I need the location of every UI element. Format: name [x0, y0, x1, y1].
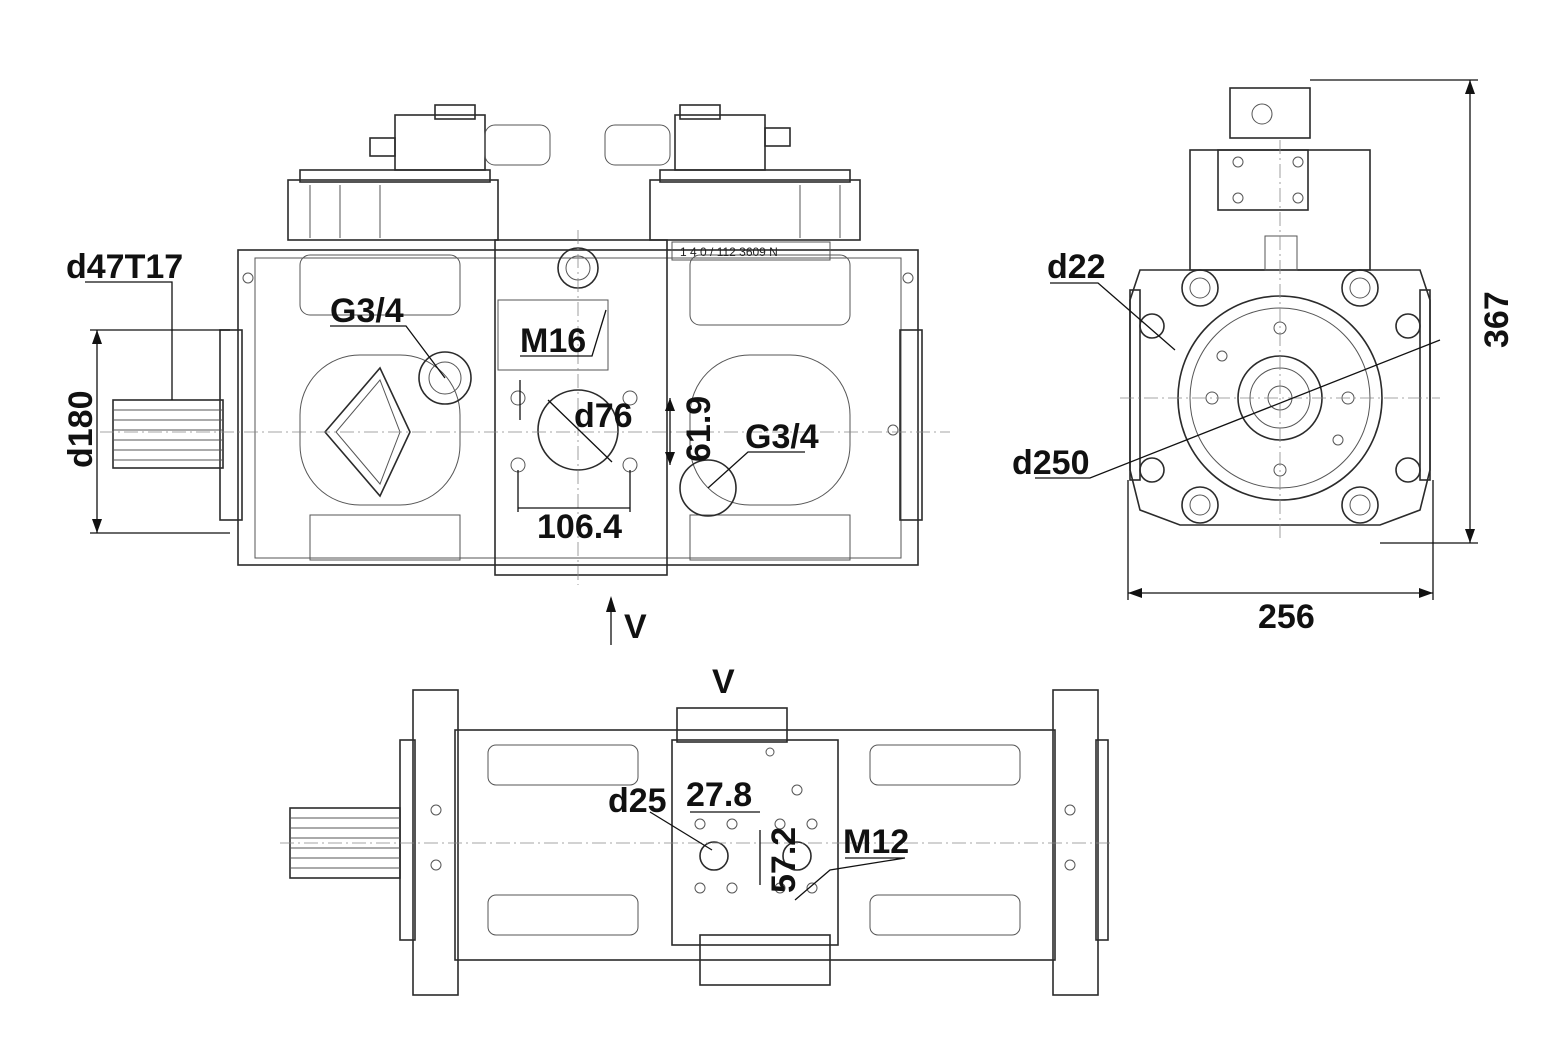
top-view	[280, 689, 1110, 996]
label-61-9: 61.9	[680, 396, 718, 462]
spline-shaft	[112, 399, 224, 469]
label-d180: d180	[62, 391, 100, 469]
label-m12: M12	[843, 823, 909, 861]
label-27-8: 27.8	[686, 776, 752, 814]
label-57-2: 57.2	[765, 827, 803, 893]
label-d76: d76	[574, 397, 633, 435]
side-view	[1120, 87, 1440, 540]
label-d250: d250	[1012, 444, 1090, 482]
label-367: 367	[1478, 291, 1516, 348]
label-d22: d22	[1047, 248, 1106, 286]
nameplate-text: 1 4 0 / 112 3609 N	[680, 245, 778, 259]
label-106-4: 106.4	[537, 508, 622, 546]
label-m16: M16	[520, 322, 586, 360]
side-view-dimensions	[1035, 79, 1478, 600]
label-g34-right: G3/4	[745, 418, 819, 456]
label-d25: d25	[608, 782, 667, 820]
front-view-dimensions	[85, 281, 805, 645]
label-view-v-title: V	[712, 663, 735, 701]
label-view-arrow-v: V	[624, 608, 647, 646]
front-view: 1 4 0 / 112 3609 N	[100, 104, 950, 585]
dimension-labels: d47T17 d180 G3/4 M16 d76 61.9 G3/4 106.4…	[62, 248, 1516, 893]
top-view-dimensions	[649, 811, 906, 901]
label-g34-left: G3/4	[330, 292, 404, 330]
label-256: 256	[1258, 598, 1315, 636]
label-d47t17: d47T17	[66, 248, 183, 286]
